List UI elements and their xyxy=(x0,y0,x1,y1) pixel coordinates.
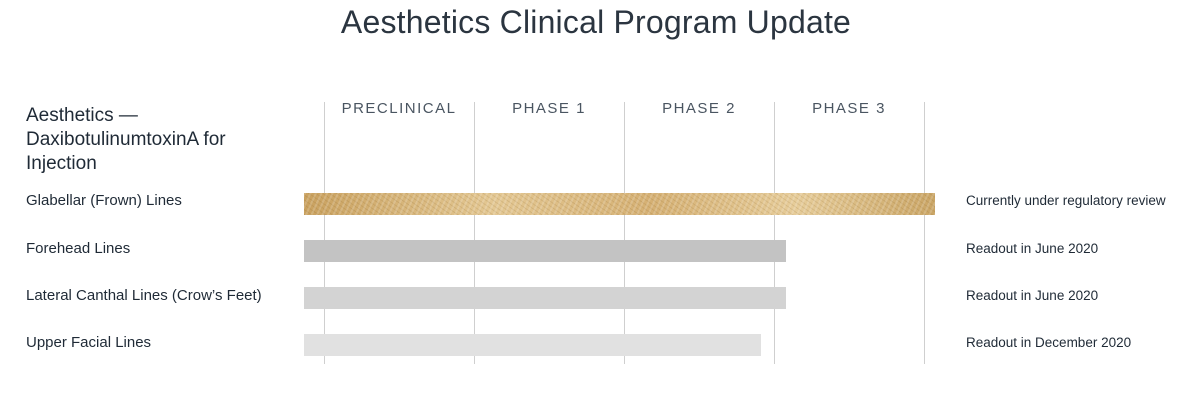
stage-gridline xyxy=(324,102,325,364)
progress-bar xyxy=(304,334,761,356)
status-annotation: Readout in June 2020 xyxy=(966,241,1099,256)
progress-bar xyxy=(304,193,935,215)
stage-gridline xyxy=(474,102,475,364)
status-annotation: Readout in June 2020 xyxy=(966,288,1099,303)
stage-header-phase-2: PHASE 2 xyxy=(662,100,736,117)
chart-title: Aesthetics Clinical Program Update xyxy=(340,4,852,40)
indication-label: Glabellar (Frown) Lines xyxy=(26,192,182,209)
indication-label: Forehead Lines xyxy=(26,240,131,257)
stage-gridline xyxy=(924,102,925,364)
stage-gridline xyxy=(774,102,775,364)
stage-header-phase-3: PHASE 3 xyxy=(812,100,886,117)
indication-label: Lateral Canthal Lines (Crow’s Feet) xyxy=(26,287,262,304)
program-label: Aesthetics — DaxibotulinumtoxinA for Inj… xyxy=(26,105,226,174)
indication-label: Upper Facial Lines xyxy=(26,334,152,351)
stage-header-preclinical: PRECLINICAL xyxy=(341,100,457,117)
status-annotation: Readout in December 2020 xyxy=(966,335,1132,350)
progress-bar xyxy=(304,240,786,262)
status-annotation: Currently under regulatory review xyxy=(966,193,1166,208)
progress-bar xyxy=(304,287,786,309)
stage-header-phase-1: PHASE 1 xyxy=(512,100,586,117)
stage-gridline xyxy=(624,102,625,364)
